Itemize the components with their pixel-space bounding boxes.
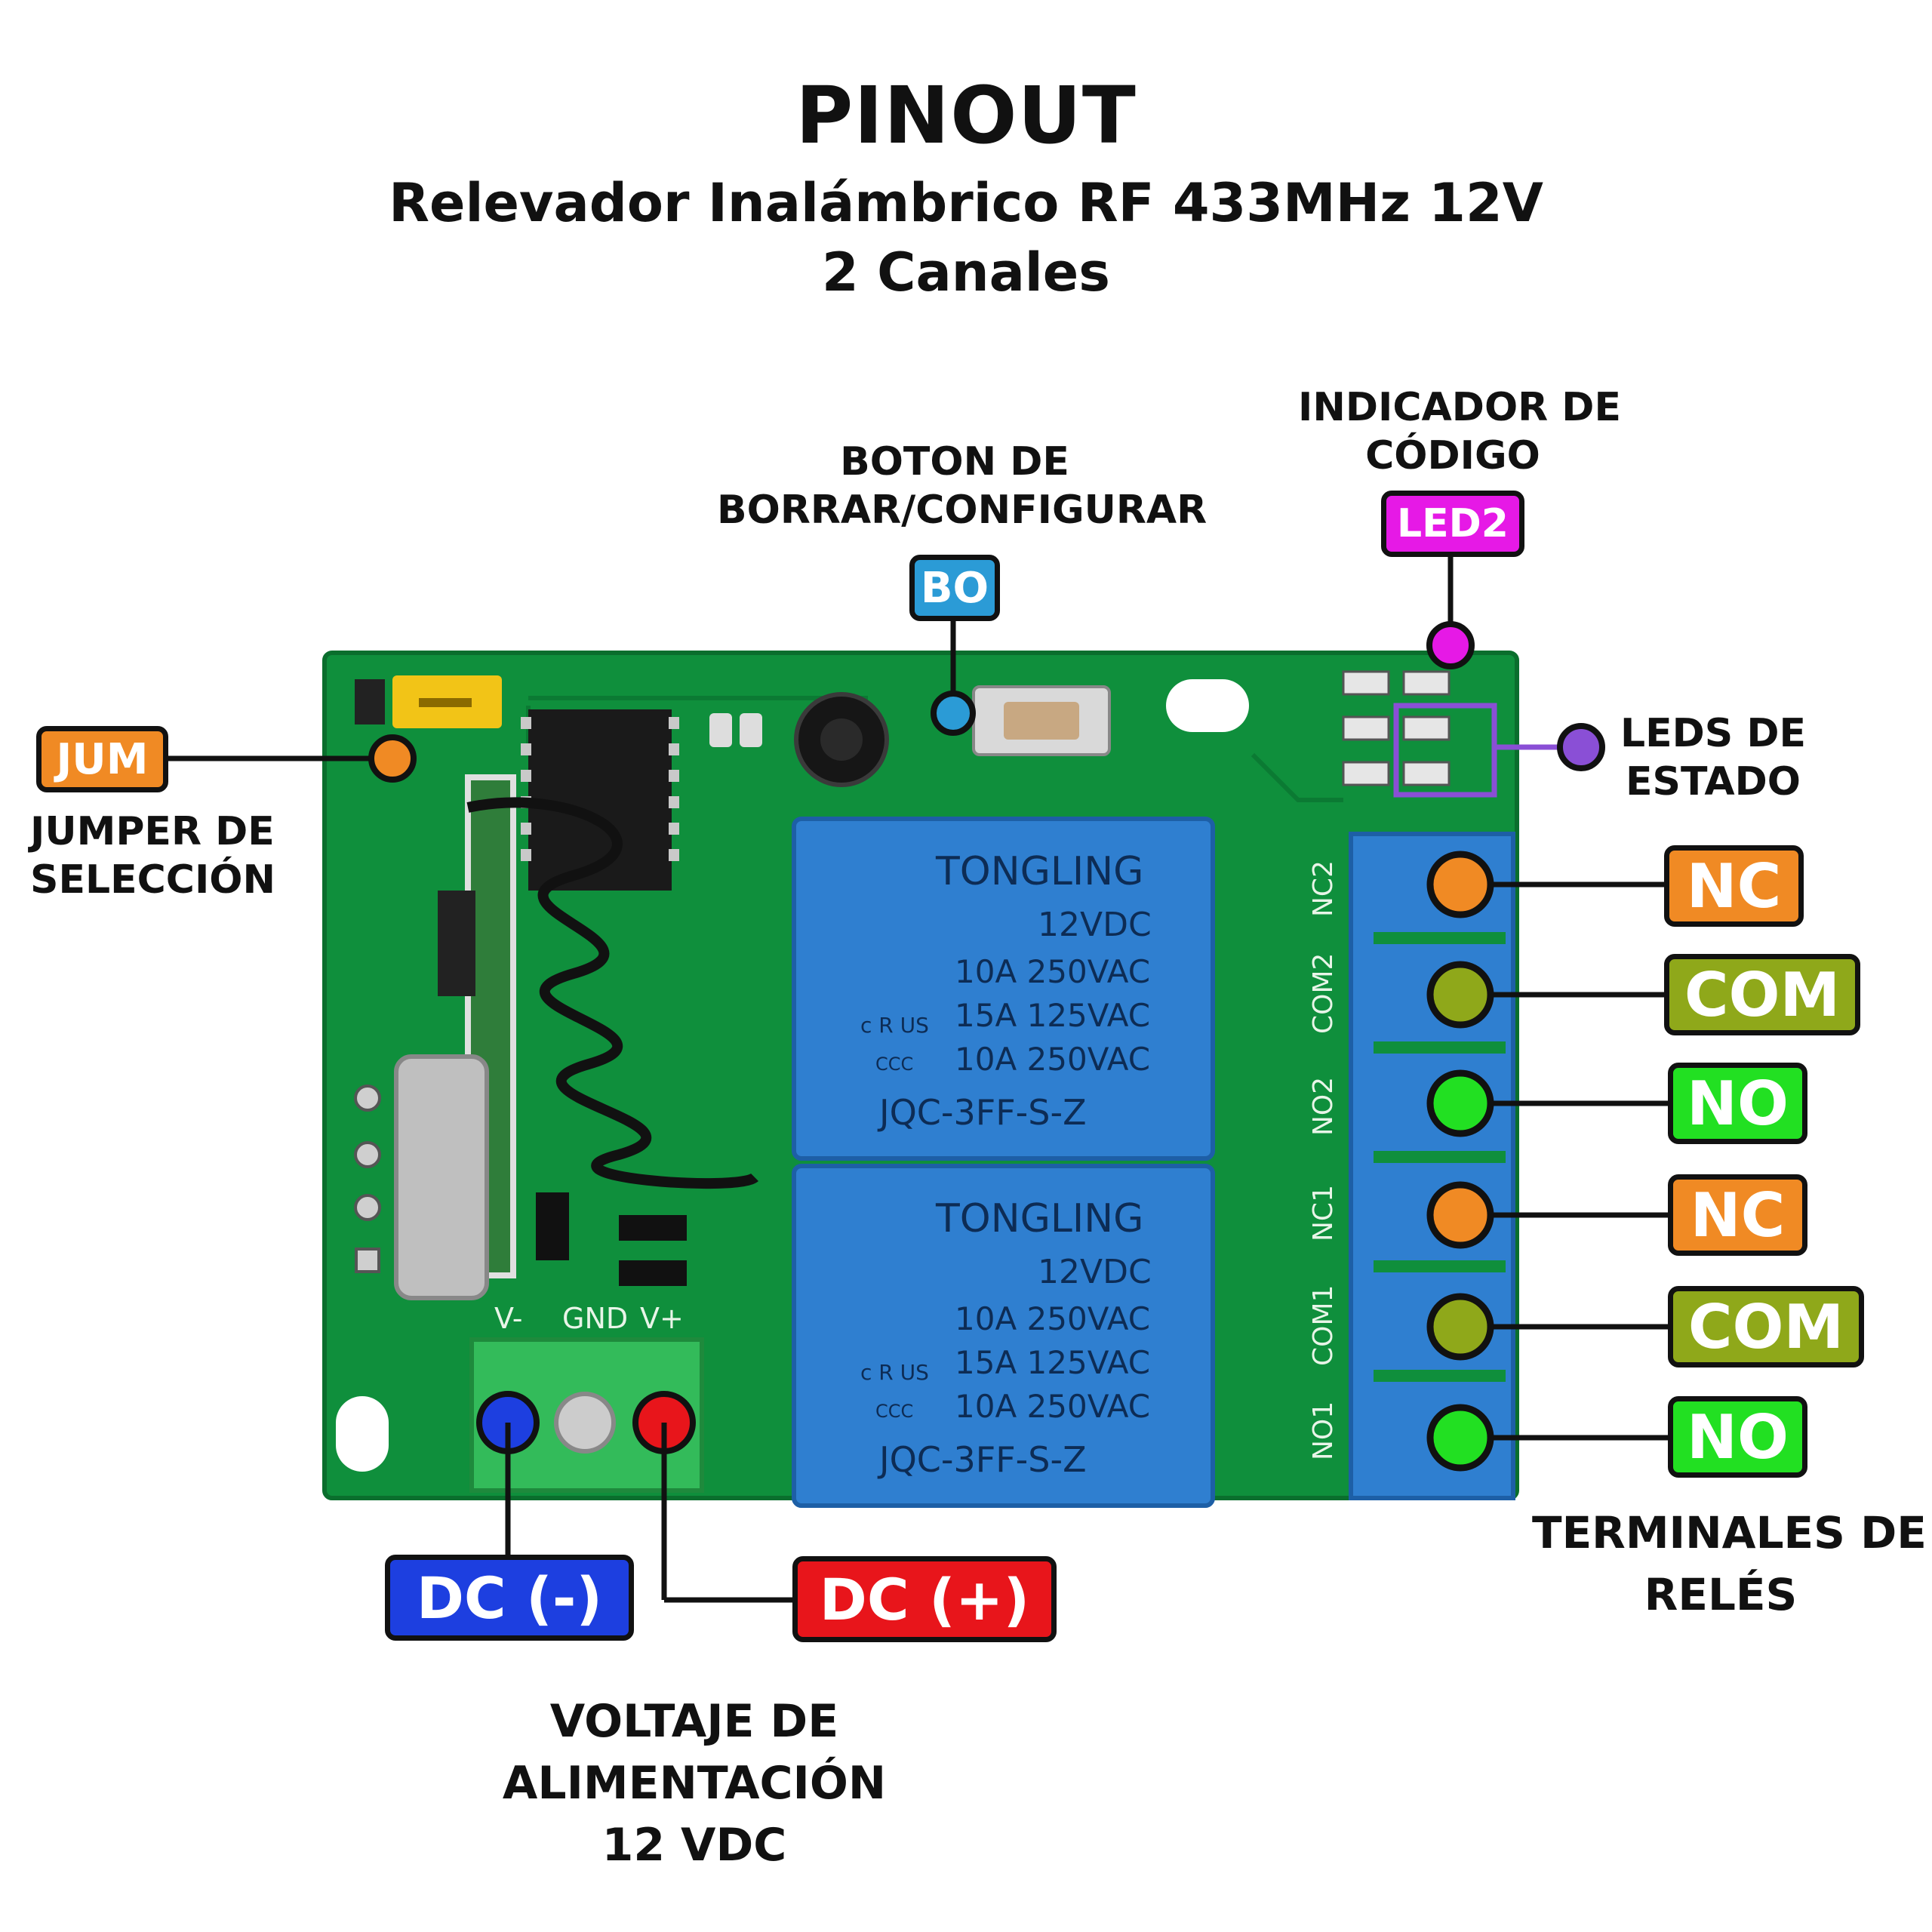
svg-text:c R US: c R US — [860, 1360, 929, 1385]
svg-text:c R US: c R US — [860, 1013, 929, 1038]
silk-gnd: GND — [562, 1302, 628, 1335]
page-subtitle: Relevador Inalámbrico RF 433MHz 12V — [389, 172, 1543, 234]
badge-no1: NO — [1668, 1396, 1807, 1478]
jumper-marker — [368, 734, 417, 783]
svg-text:JQC-3FF-S-Z: JQC-3FF-S-Z — [877, 1439, 1087, 1480]
button-marker — [931, 691, 976, 736]
terminal-nc1-marker — [1426, 1181, 1494, 1249]
svg-text:10A 250VAC: 10A 250VAC — [955, 953, 1150, 990]
antenna-coil — [466, 797, 758, 1189]
led2-badge: LED2 — [1381, 491, 1524, 557]
page-subtitle-channels: 2 Canales — [822, 242, 1110, 303]
silk-com2: COM2 — [1308, 953, 1339, 1034]
silk-no1: NO1 — [1308, 1401, 1339, 1460]
svg-text:TONGLING: TONGLING — [935, 849, 1143, 894]
led2-marker — [1426, 621, 1475, 669]
svg-text:12VDC: 12VDC — [1038, 1253, 1152, 1291]
relay-top: TONGLING 12VDC 10A 250VAC 15A 125VAC 10A… — [792, 817, 1215, 1161]
terminal-com2-marker — [1426, 961, 1494, 1029]
silk-nc1: NC1 — [1308, 1185, 1339, 1241]
terminal-com1-marker — [1426, 1293, 1494, 1361]
terminal-nc2-marker — [1426, 851, 1494, 918]
svg-text:JQC-3FF-S-Z: JQC-3FF-S-Z — [877, 1092, 1087, 1133]
mounting-hole — [1166, 679, 1249, 732]
svg-text:TONGLING: TONGLING — [935, 1196, 1143, 1241]
dc-plus-badge: DC (+) — [792, 1556, 1057, 1642]
silk-com1: COM1 — [1308, 1285, 1339, 1366]
relay-bottom: TONGLING 12VDC 10A 250VAC 15A 125VAC 10A… — [792, 1164, 1215, 1508]
svg-text:10A 250VAC: 10A 250VAC — [955, 1041, 1150, 1078]
dc-minus-badge: DC (-) — [385, 1555, 634, 1641]
silk-v-plus: V+ — [640, 1302, 684, 1335]
relay-terminal-block — [1349, 832, 1515, 1500]
badge-no2: NO — [1668, 1063, 1807, 1144]
svg-text:15A 125VAC: 15A 125VAC — [955, 997, 1150, 1034]
terminal-no2-marker — [1426, 1069, 1494, 1137]
badge-nc1: NC — [1668, 1174, 1807, 1256]
bo-badge: BO — [909, 555, 1000, 621]
svg-text:10A 250VAC: 10A 250VAC — [955, 1300, 1150, 1337]
status-led-array — [1342, 670, 1451, 786]
svg-text:CCC: CCC — [875, 1054, 913, 1075]
crystal — [394, 1054, 489, 1300]
terminal-no1-marker — [1426, 1404, 1494, 1472]
svg-text:15A 125VAC: 15A 125VAC — [955, 1344, 1150, 1381]
jumper-header — [355, 679, 385, 724]
jumper-caption: JUMPER DE SELECCIÓN — [30, 809, 276, 903]
leds-caption: LEDS DE ESTADO — [1620, 711, 1807, 804]
leds-marker — [1557, 723, 1605, 771]
mounting-hole — [336, 1396, 389, 1472]
svg-text:CCC: CCC — [875, 1401, 913, 1422]
button-caption: BOTON DE BORRAR/CONFIGURAR — [717, 439, 1208, 533]
terminals-caption: TERMINALES DE RELÉS — [1532, 1507, 1927, 1620]
led2-caption: INDICADOR DE CÓDIGO — [1298, 385, 1621, 478]
badge-com1: COM — [1668, 1286, 1864, 1367]
svg-text:12VDC: 12VDC — [1038, 906, 1152, 944]
silk-nc2: NC2 — [1308, 860, 1339, 917]
power-caption: VOLTAJE DE ALIMENTACIÓN 12 VDC — [502, 1695, 887, 1872]
power-screw-gnd — [554, 1392, 616, 1454]
badge-nc2: NC — [1664, 845, 1804, 927]
jum-badge: JUM — [36, 726, 168, 792]
silk-v-minus: V- — [494, 1302, 522, 1335]
page-title: PINOUT — [795, 69, 1137, 162]
leds-highlight-box — [1393, 703, 1497, 798]
silk-no2: NO2 — [1308, 1077, 1339, 1136]
badge-com2: COM — [1664, 954, 1860, 1035]
svg-text:10A 250VAC: 10A 250VAC — [955, 1388, 1150, 1425]
